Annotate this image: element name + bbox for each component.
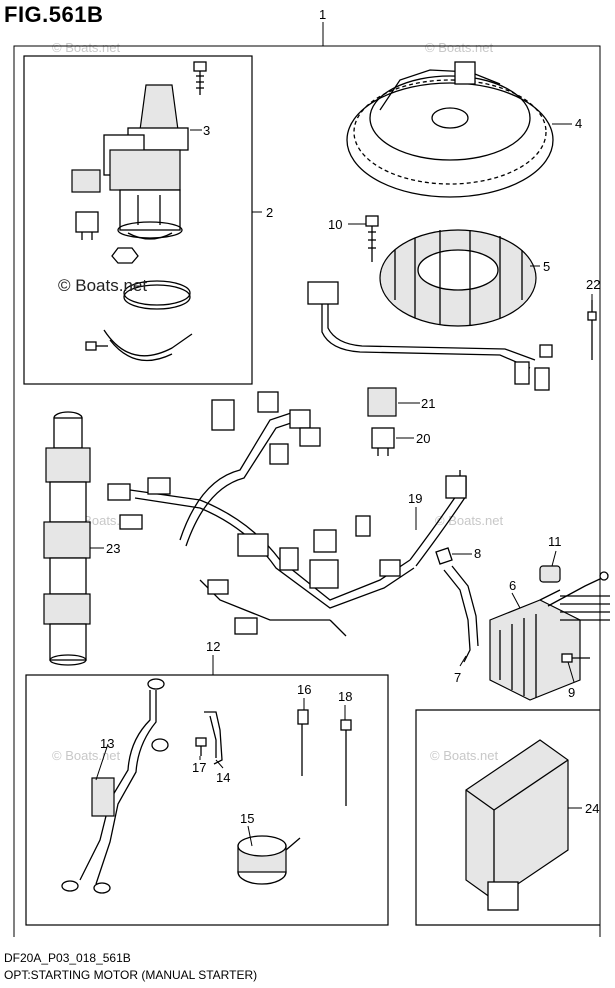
cable-tie-18 [340,719,352,806]
relay-21 [367,387,397,417]
callout-14: 14 [216,770,230,785]
callout-13: 13 [100,736,114,751]
callout-10: 10 [328,217,342,232]
starting-motor [103,84,189,240]
starter-motor-group-box [23,55,253,385]
callout-22: 22 [586,277,600,292]
starter-relays [71,169,101,240]
callout-6: 6 [509,578,516,593]
flywheel [346,61,554,198]
relay-20 [371,427,395,456]
clamp-11 [539,565,561,583]
callout-2: 2 [266,205,273,220]
callout-18: 18 [338,689,352,704]
callout-15: 15 [240,811,254,826]
watermark-faint: © Boats.net [425,40,494,55]
callout-9: 9 [568,685,575,700]
model-code: DF20A_P03_018_561B [4,951,131,965]
callout-16: 16 [297,682,311,697]
callout-20: 20 [416,431,430,446]
callout-7: 7 [454,670,461,685]
watermark-primary: © Boats.net [58,276,147,295]
callout-11: 11 [548,534,562,549]
callout-4: 4 [575,116,582,131]
battery-cable-group-box [25,674,389,926]
callout-17: 17 [192,760,206,775]
stator-coil [379,229,537,327]
main-wiring-harness [107,391,467,637]
starter-band-and-bracket [85,247,193,362]
starter-bolt [193,61,207,95]
assembly-bracket [13,22,601,937]
camshaft [43,411,91,666]
ecu-unit [465,739,569,911]
callout-8: 8 [474,546,481,561]
leader-lines [90,123,593,847]
callout-12: 12 [206,639,220,654]
figure-description: OPT:STARTING MOTOR (MANUAL STARTER) [4,968,258,982]
watermark-faint: © Boats.net [430,748,499,763]
callout-5: 5 [543,259,550,274]
watermark-faint: © Boats.net [52,40,121,55]
stator-bolt [365,215,379,262]
cable-tie-22 [587,300,597,360]
regulator-bolt [561,653,590,663]
callout-24: 24 [585,801,599,816]
plug-15 [237,835,301,885]
callout-3: 3 [203,123,210,138]
callout-23: 23 [106,541,120,556]
cable-tie-16 [297,709,309,776]
callout-numbers: 1 2 3 4 5 6 7 8 9 10 11 12 13 14 15 16 1… [100,7,600,826]
rectifier-regulator [489,571,610,701]
figure-title: FIG.561B [4,2,104,27]
stator-harness [307,281,553,391]
callout-21: 21 [421,396,435,411]
cable-bracket [195,711,223,765]
battery-cable [61,678,169,894]
callout-1: 1 [319,7,326,22]
regulator-bracket [435,547,479,663]
callout-19: 19 [408,491,422,506]
ecu-group-box [415,709,600,926]
